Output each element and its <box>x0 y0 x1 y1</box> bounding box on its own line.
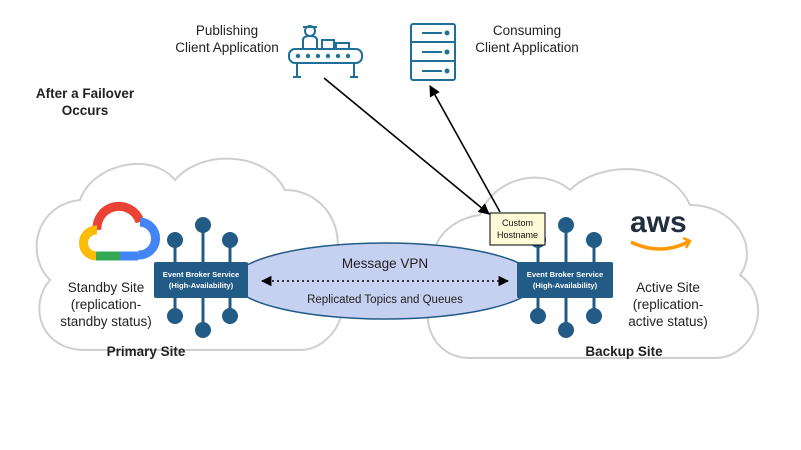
custom-hostname-box <box>489 212 546 246</box>
primary-site-label: Primary Site <box>107 344 186 359</box>
primary-status-line2: (replication- <box>71 297 142 312</box>
broker-right-title: Event Broker Service <box>527 270 603 279</box>
consumer-label-line2: Client Application <box>475 40 579 55</box>
primary-status-line1: Standby Site <box>68 280 145 295</box>
event-broker-left <box>154 217 248 338</box>
server-rack-icon <box>410 23 456 81</box>
backup-status-line3: active status) <box>628 314 708 329</box>
publisher-label-line1: Publishing <box>196 23 258 38</box>
google-cloud-logo <box>79 201 160 261</box>
broker-left-title: Event Broker Service <box>163 270 239 279</box>
event-broker-right <box>517 217 613 338</box>
primary-status-line3: standby status) <box>60 314 152 329</box>
custom-hostname-line2: Hostname <box>497 230 538 240</box>
aws-logo: aws <box>630 206 692 251</box>
broker-left-subtitle: (High-Availability) <box>169 281 234 290</box>
failover-heading-line2: Occurs <box>62 103 109 118</box>
hostname-to-consumer-arrow <box>429 85 501 213</box>
message-vpn-title: Message VPN <box>342 256 428 271</box>
backup-site-label: Backup Site <box>585 344 663 359</box>
failover-heading-line1: After a Failover <box>36 86 135 101</box>
svg-text:aws: aws <box>630 206 687 239</box>
publisher-label-line2: Client Application <box>175 40 279 55</box>
backup-status-line1: Active Site <box>636 280 700 295</box>
custom-hostname-line1: Custom <box>502 218 533 228</box>
broker-right-subtitle: (High-Availability) <box>533 281 598 290</box>
publisher-to-hostname-arrow <box>323 77 490 215</box>
factory-conveyor-icon <box>288 25 363 78</box>
message-vpn-subtitle: Replicated Topics and Queues <box>307 294 463 306</box>
consumer-label-line1: Consuming <box>493 23 561 38</box>
backup-status-line2: (replication- <box>633 297 704 312</box>
